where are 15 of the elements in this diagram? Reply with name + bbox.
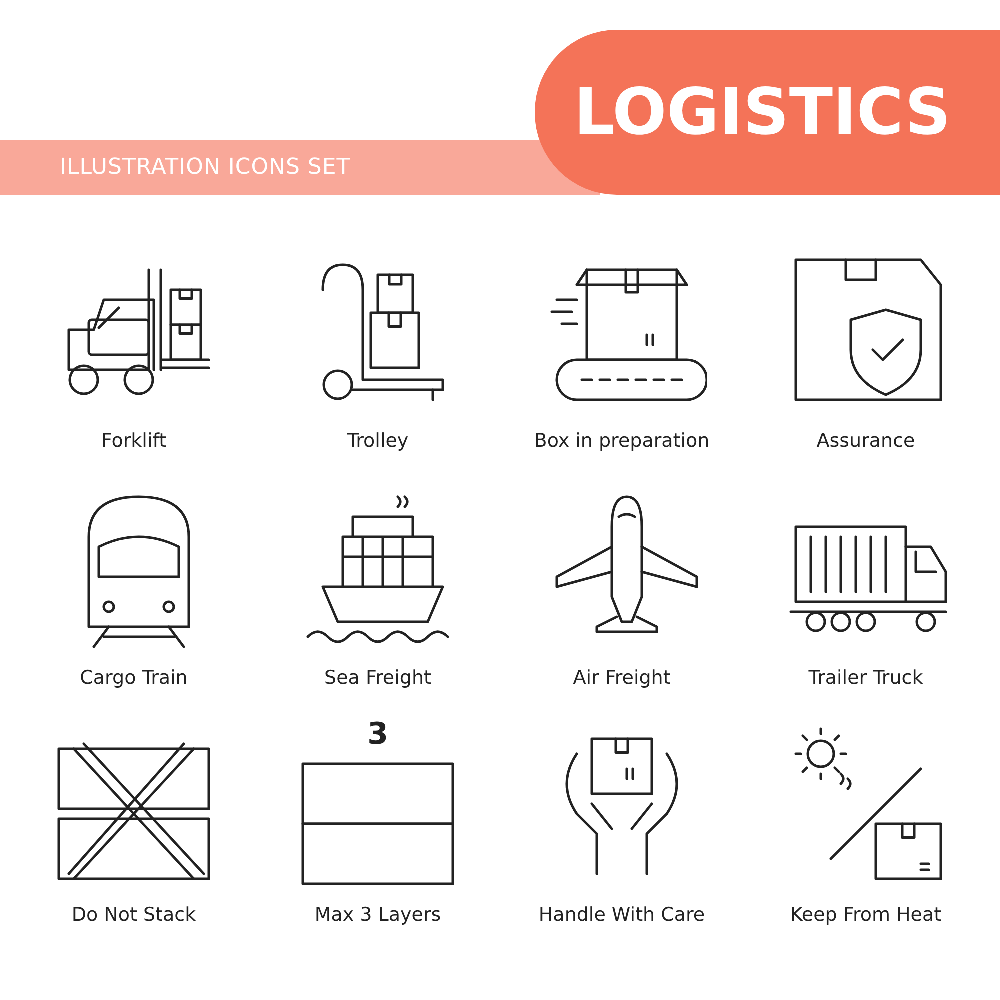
icon-caption: Trolley [347,430,409,452]
icon-caption: Cargo Train [80,667,188,689]
subtitle: ILLUSTRATION ICONS SET [60,155,351,180]
icon-caption: Box in preparation [534,430,710,452]
layer-count: 3 [368,717,388,752]
icon-caption: Trailer Truck [808,667,924,689]
icon-caption: Do Not Stack [72,904,196,926]
title: LOGISTICS [574,76,952,150]
icon-caption: Handle With Care [538,904,706,926]
icon-caption: Keep From Heat [790,904,942,926]
icon-caption: Max 3 Layers [314,904,442,926]
icon-caption: Air Freight [573,667,671,689]
icon-caption: Assurance [816,430,916,452]
icon-caption: Forklift [101,430,167,452]
icon-caption: Sea Freight [324,667,432,689]
